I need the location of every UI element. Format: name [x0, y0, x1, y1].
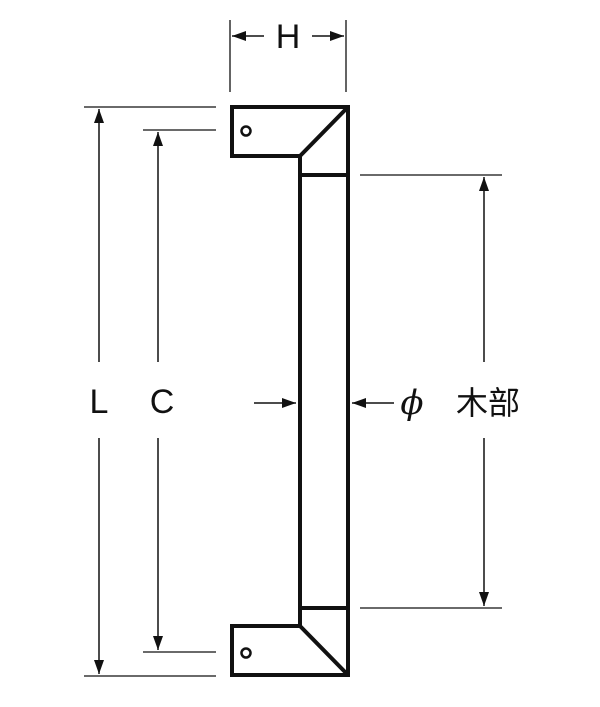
handle-part — [230, 105, 350, 677]
c-label: C — [150, 383, 175, 421]
l-label: L — [90, 383, 109, 421]
dimension-l: L — [84, 106, 216, 677]
bottom-screw-hole — [240, 647, 252, 659]
top-bracket-bevel — [298, 105, 350, 158]
h-label: H — [276, 18, 301, 56]
wood-arrow-top — [479, 177, 489, 191]
bottom-bracket-bevel — [298, 624, 350, 677]
c-arrow-bottom — [153, 636, 163, 650]
top-screw-hole — [240, 125, 252, 137]
l-arrow-bottom — [94, 660, 104, 674]
dimension-diameter: ϕ — [254, 383, 424, 423]
wood-part-label: 木部 — [456, 384, 520, 422]
dimension-wood-part: 木部 — [360, 174, 520, 609]
wood-arrow-bottom — [479, 592, 489, 606]
dimension-h: H — [229, 18, 347, 92]
diameter-arrow-left — [282, 398, 296, 408]
h-arrow-left — [232, 31, 246, 41]
bottom-bracket — [230, 606, 350, 677]
l-arrow-top — [94, 109, 104, 123]
diameter-arrow-right — [352, 398, 366, 408]
dimension-c: C — [143, 129, 216, 653]
c-arrow-top — [153, 132, 163, 146]
wood-grip — [298, 173, 350, 610]
diameter-label: ϕ — [400, 383, 423, 423]
h-arrow-right — [330, 31, 344, 41]
top-bracket — [230, 105, 350, 177]
